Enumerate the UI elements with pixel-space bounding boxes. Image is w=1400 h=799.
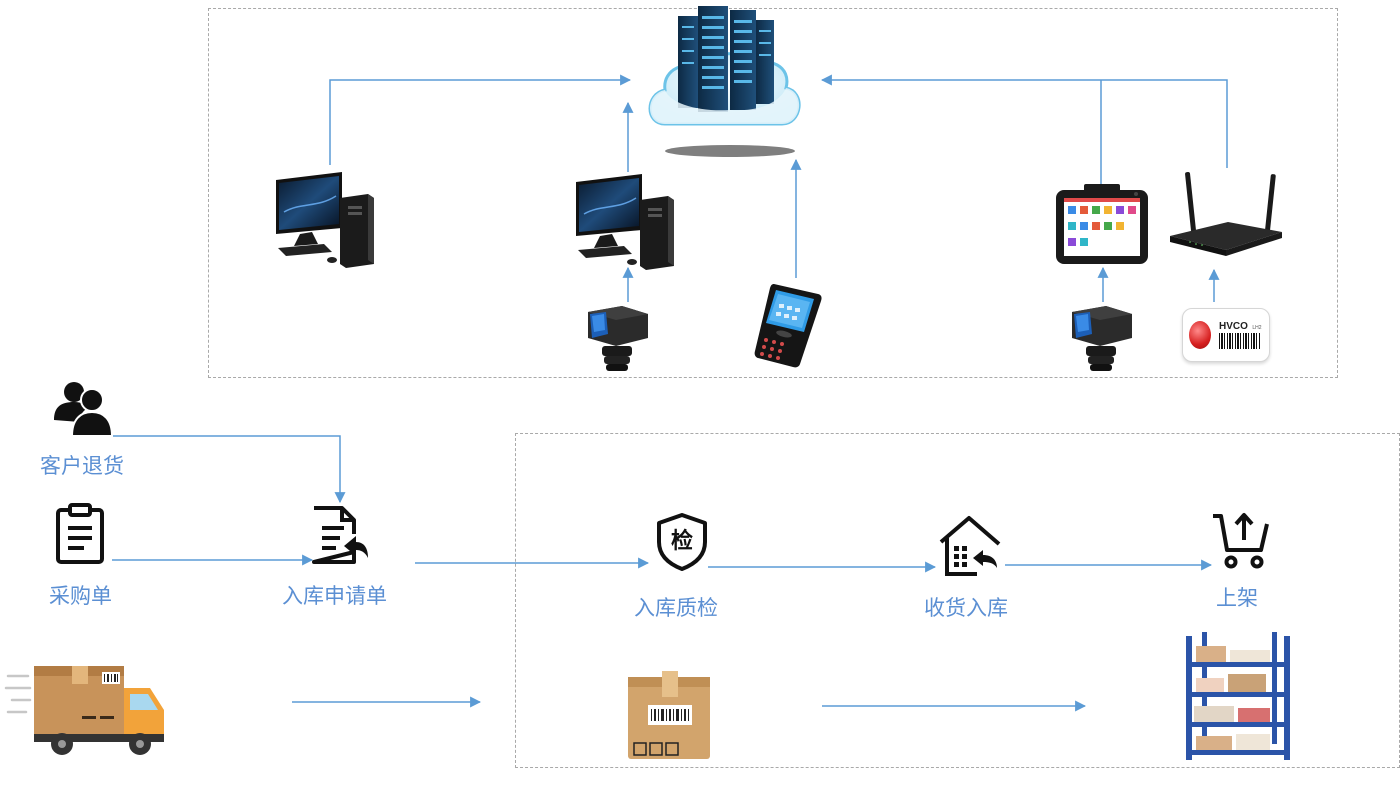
document-return-icon (312, 506, 368, 564)
cardboard-box-icon (628, 671, 710, 759)
tag-brand-suffix: LH2 (1252, 325, 1262, 331)
wifi-router-icon (1170, 172, 1282, 256)
ring-scanner-icon (588, 306, 648, 371)
tag-barcode (1219, 333, 1261, 349)
delivery-truck-icon (4, 666, 164, 755)
storage-rack-icon (1186, 632, 1290, 760)
desktop-computer-icon (276, 172, 374, 268)
clipboard-icon (56, 503, 104, 564)
top-system-region (208, 8, 1338, 378)
handheld-pda-icon (754, 284, 822, 368)
rugged-tablet-icon (1056, 184, 1148, 264)
label-inbound-qc: 入库质检 (634, 596, 718, 620)
electronic-tag-icon: HVCO LH2 (1182, 308, 1270, 362)
label-customer-return: 客户退货 (40, 454, 124, 478)
label-inbound-request: 入库申请单 (282, 584, 387, 608)
tag-brand: HVCO (1219, 321, 1248, 332)
ring-scanner-icon (1072, 306, 1132, 371)
warehouse-return-icon (939, 516, 1001, 576)
label-shelving: 上架 (1216, 586, 1258, 610)
users-icon (54, 382, 114, 437)
tag-led-icon (1189, 321, 1211, 349)
arrow-customer-return-to-request (112, 435, 346, 504)
label-purchase-order: 采购单 (49, 584, 112, 608)
cloud-server-icon (648, 6, 801, 157)
label-receive-inbound: 收货入库 (924, 596, 1008, 620)
qc-badge-text: 检 (670, 528, 693, 554)
shield-check-icon: 检 (655, 512, 709, 572)
cart-upload-icon (1213, 513, 1269, 569)
desktop-computer-icon (576, 174, 674, 270)
arrow-pc1-to-cloud (329, 74, 632, 165)
arrow-right-devices-to-cloud (820, 74, 1228, 168)
